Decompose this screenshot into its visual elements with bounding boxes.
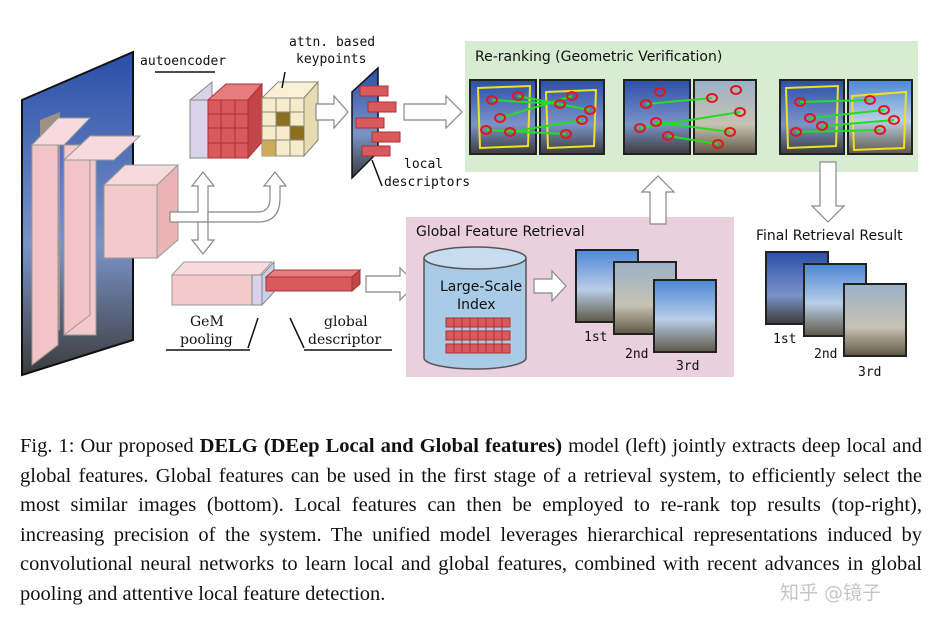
local-label-line2: descriptors xyxy=(384,175,470,190)
arrow-down-to-final xyxy=(810,161,846,223)
reranking-title: Re-ranking (Geometric Verification) xyxy=(475,49,722,65)
reranking-panel: Re-ranking (Geometric Verification) xyxy=(465,41,918,172)
index-label-line1: Large-Scale xyxy=(440,279,522,295)
arrow-to-rerank xyxy=(403,94,463,130)
caption-prefix: Fig. 1: Our proposed xyxy=(20,435,200,457)
autoencoder-label: autoencoder xyxy=(140,54,226,69)
delg-figure: autoencoder attn. based keypoints local … xyxy=(21,35,918,380)
global-retrieval-panel: Global Feature Retrieval Large-Scale Ind… xyxy=(406,217,734,377)
index-label-line2: Index xyxy=(457,297,496,313)
arrow-up-to-rerank xyxy=(640,175,676,225)
local-label-line1: local xyxy=(404,157,443,172)
index-database-icon xyxy=(423,246,527,370)
final-rank-3: 3rd xyxy=(858,365,881,380)
arrow-to-results xyxy=(533,269,567,303)
attn-label-line2: keypoints xyxy=(296,52,366,67)
match-pair-1 xyxy=(469,79,605,155)
global-results xyxy=(575,249,717,353)
attention-keypoints-block xyxy=(260,80,320,158)
attn-pointer xyxy=(281,71,286,89)
split-arrows xyxy=(169,171,288,255)
global-rank-2: 2nd xyxy=(625,347,648,362)
final-rank-1: 1st xyxy=(773,332,796,347)
caption-bold: DELG (DEep Local and Global features) xyxy=(199,435,563,457)
caption-body: model (left) jointly extracts deep local… xyxy=(20,435,922,605)
gem-label-line2: pooling xyxy=(180,332,233,348)
global-rank-1: 1st xyxy=(584,330,607,345)
attn-label-line1: attn. based xyxy=(289,35,375,50)
gem-pointer xyxy=(247,317,259,349)
figure-caption: Fig. 1: Our proposed DELG (DEep Local an… xyxy=(20,432,922,609)
final-rank-2: 2nd xyxy=(814,347,837,362)
global-label-line1: global xyxy=(324,314,368,330)
match-pair-2 xyxy=(623,79,757,155)
global-descriptor xyxy=(264,268,362,293)
autoencoder-block xyxy=(189,80,264,160)
cnn-backbone xyxy=(30,116,180,367)
global-label-line2: descriptor xyxy=(308,332,381,348)
match-pair-3 xyxy=(779,79,913,155)
global-rank-3: 3rd xyxy=(676,359,699,374)
local-pointer xyxy=(371,159,383,187)
final-result: Final Retrieval Result xyxy=(756,228,907,357)
arrow-to-local xyxy=(315,94,349,130)
gem-label-line1: GeM xyxy=(190,314,224,330)
global-pointer xyxy=(289,317,305,349)
final-result-title: Final Retrieval Result xyxy=(756,228,903,244)
local-descriptors xyxy=(351,66,401,180)
watermark: 知乎 @镜子 xyxy=(780,582,882,604)
global-retrieval-title: Global Feature Retrieval xyxy=(416,224,585,240)
gem-pooling-block xyxy=(170,260,275,307)
